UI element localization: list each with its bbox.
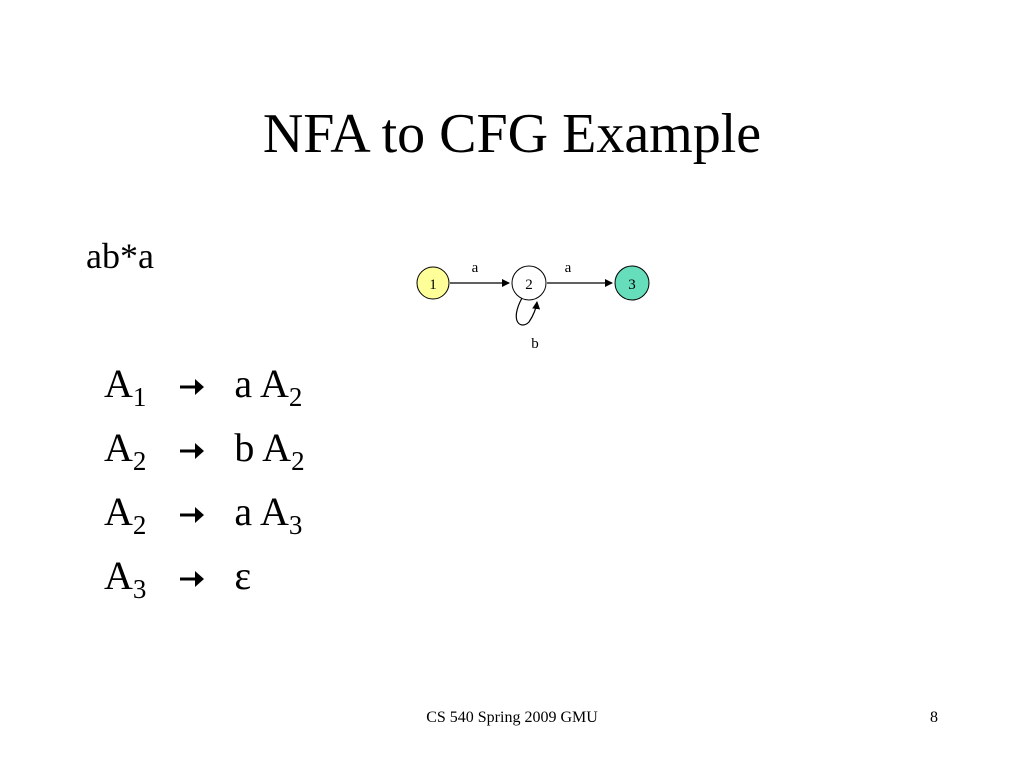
right-arrow-icon <box>170 544 214 608</box>
slide-title: NFA to CFG Example <box>262 103 762 165</box>
rule-rhs: a A <box>234 361 289 406</box>
right-arrow-icon <box>170 352 214 416</box>
slide-footer: CS 540 Spring 2009 GMU <box>426 709 598 726</box>
nfa-edge-label: b <box>531 336 539 352</box>
grammar-rule: A1 a A2 <box>104 352 305 416</box>
rule-rhs: ε <box>234 553 252 598</box>
nfa-diagram: 1 2 3 a a b <box>416 260 650 352</box>
rule-lhs: A <box>104 553 133 598</box>
rule-lhs-subscript: 2 <box>132 510 147 540</box>
nfa-state-label: 3 <box>628 277 636 293</box>
nfa-state-1 <box>416 266 450 300</box>
page-number: 8 <box>930 709 938 726</box>
regex-expression: ab*a <box>86 236 154 276</box>
rule-lhs: A <box>104 489 133 534</box>
nfa-state-2 <box>511 265 547 301</box>
rule-rhs: b A <box>234 425 292 470</box>
grammar-rules: A1 a A2 A2 b A2 A2 a A3 A3 ε <box>104 352 305 608</box>
rule-lhs-subscript: 1 <box>132 382 147 412</box>
right-arrow-icon <box>170 480 214 544</box>
right-arrow-icon <box>170 416 214 480</box>
nfa-state-3 <box>614 265 650 301</box>
rule-lhs: A <box>104 361 133 406</box>
nfa-state-label: 2 <box>525 277 533 293</box>
grammar-rule: A3 ε <box>104 544 305 608</box>
rule-lhs-subscript: 2 <box>132 446 147 476</box>
rule-rhs-subscript: 2 <box>291 446 305 476</box>
nfa-edge-label: a <box>472 260 479 276</box>
nfa-edge-2-2-loop <box>515 297 541 326</box>
rule-lhs: A <box>104 425 133 470</box>
rule-rhs-subscript: 3 <box>288 510 303 540</box>
nfa-state-label: 1 <box>429 277 437 293</box>
rule-rhs: a A <box>234 489 289 534</box>
nfa-edge-label: a <box>565 260 572 276</box>
rule-lhs-subscript: 3 <box>132 574 147 604</box>
rule-rhs-subscript: 2 <box>288 382 303 412</box>
grammar-rule: A2 a A3 <box>104 480 305 544</box>
grammar-rule: A2 b A2 <box>104 416 305 480</box>
